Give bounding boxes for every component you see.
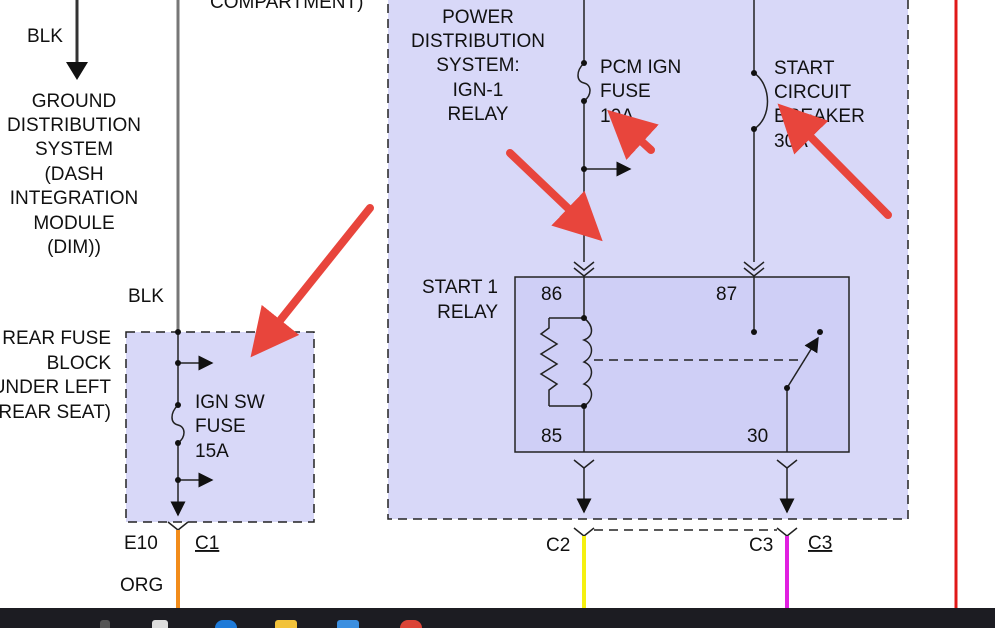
svg-text:IGN-1: IGN-1 [453, 80, 504, 101]
svg-text:DISTRIBUTION: DISTRIBUTION [7, 115, 141, 136]
start-relay-box [514, 276, 850, 453]
svg-text:START: START [774, 58, 835, 79]
svg-text:RELAY: RELAY [448, 104, 509, 125]
pin-30-label: 30 [747, 426, 768, 447]
c3-label-left: C3 [749, 535, 773, 556]
pin-87-label: 87 [716, 284, 737, 305]
svg-text:UNDER LEFT: UNDER LEFT [0, 377, 111, 398]
svg-text:FUSE: FUSE [600, 81, 651, 102]
svg-text:SYSTEM:: SYSTEM: [436, 55, 519, 76]
file-explorer-icon[interactable] [275, 620, 297, 628]
svg-text:(DASH: (DASH [44, 164, 103, 185]
svg-text:START 1: START 1 [422, 277, 498, 298]
svg-text:PCM IGN: PCM IGN [600, 57, 681, 78]
svg-text:RELAY: RELAY [437, 302, 498, 323]
annotation-arrow-ign-sw [250, 204, 374, 358]
chrome-icon[interactable] [400, 620, 422, 628]
taskbar [0, 608, 995, 628]
rear-fuse-block-label: REAR FUSE BLOCK UNDER LEFT REAR SEAT) [0, 328, 111, 423]
annotation-arrow-pcm-fuse [607, 109, 659, 161]
org-label: ORG [120, 575, 163, 596]
store-icon[interactable] [337, 620, 359, 628]
svg-text:CIRCUIT: CIRCUIT [774, 82, 851, 103]
svg-text:IGN SW: IGN SW [195, 392, 265, 413]
svg-text:INTEGRATION: INTEGRATION [10, 188, 138, 209]
annotation-arrow-breaker [777, 103, 892, 219]
task-view-icon[interactable] [152, 620, 168, 628]
e10-label: E10 [124, 533, 158, 554]
start-relay-internals [539, 267, 819, 452]
pin-85-label: 85 [541, 426, 562, 447]
ground-arrow [66, 62, 88, 80]
svg-text:REAR FUSE: REAR FUSE [2, 328, 111, 349]
svg-text:GROUND: GROUND [32, 91, 116, 112]
ign-sw-fuse-label: IGN SW FUSE 15A [195, 392, 265, 462]
search-icon[interactable] [100, 620, 110, 628]
rear-fuse-block-box [125, 331, 315, 523]
c1-label: C1 [195, 533, 219, 554]
svg-text:BLOCK: BLOCK [47, 353, 112, 374]
blk-top-label: BLK [27, 26, 63, 47]
svg-text:(DIM)): (DIM)) [47, 237, 101, 258]
svg-text:DISTRIBUTION: DISTRIBUTION [411, 31, 545, 52]
start-breaker-circuit [743, 0, 769, 271]
pin-86-label: 86 [541, 284, 562, 305]
start-relay-label: START 1 RELAY [422, 277, 498, 323]
annotation-arrows [250, 103, 892, 358]
edge-icon[interactable] [215, 620, 237, 628]
c3-label-right: C3 [808, 533, 832, 554]
svg-text:15A: 15A [195, 441, 229, 462]
power-distribution-label: POWER DISTRIBUTION SYSTEM: IGN-1 RELAY [411, 7, 545, 125]
annotation-arrow-relay [506, 149, 603, 242]
svg-text:MODULE: MODULE [33, 213, 114, 234]
svg-text:POWER: POWER [442, 7, 514, 28]
svg-text:SYSTEM: SYSTEM [35, 139, 113, 160]
compartment-label: COMPARTMENT) [210, 0, 363, 13]
svg-text:REAR SEAT): REAR SEAT) [0, 402, 111, 423]
relay-output-lines [573, 459, 798, 537]
c2-label: C2 [546, 535, 570, 556]
blk-mid-label: BLK [128, 286, 164, 307]
svg-text:FUSE: FUSE [195, 416, 246, 437]
ground-distribution-label: GROUND DISTRIBUTION SYSTEM (DASH INTEGRA… [7, 91, 141, 258]
